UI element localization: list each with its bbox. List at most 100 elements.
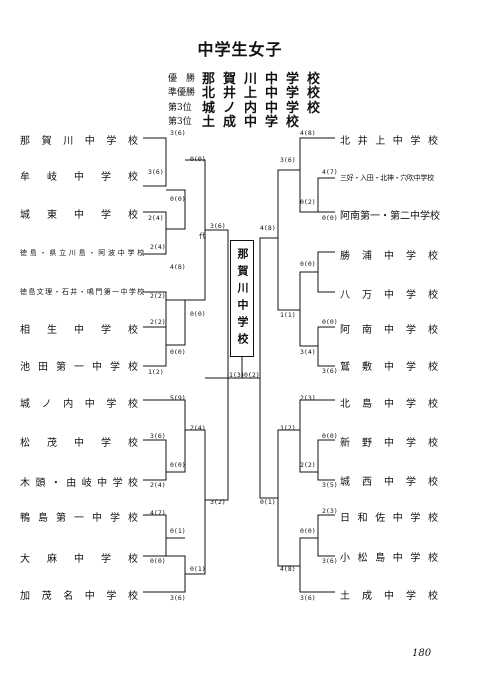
team-right: 土成中学校 [340,591,438,602]
results-list: 優 勝那賀川中学校 準優勝北井上中学校 第3位城ノ内中学校 第3位土成中学校 [168,70,329,131]
team-left: 那賀川中学校 [20,136,138,147]
score-label: 5(9) [170,394,186,402]
bracket-line [277,169,300,311]
team-left: 徳島文理・石井・鳴門第一中学校 [20,288,144,296]
result-row: 第3位城ノ内中学校 [168,99,329,116]
score-label: 0(0) [322,432,338,440]
result-row: 優 勝那賀川中学校 [168,70,329,87]
bracket-line [205,229,229,379]
score-label: 2(2) [150,318,166,326]
team-left: 相生中学校 [20,325,138,336]
team-left: 木頭・由岐中学校 [20,478,138,489]
score-label: 3(5) [322,481,338,489]
team-left: 城ノ内中学校 [20,399,138,410]
team-right: 小松島中学校 [340,553,438,564]
score-label: 0(0) [190,155,206,163]
score-label: 2(4) [150,243,166,251]
score-label: 0(1) [190,565,206,573]
champion-box: 那賀川中学校 [230,240,254,357]
bracket-line [259,237,278,378]
score-label: 3(4) [300,348,316,356]
team-right: 勝浦中学校 [340,251,438,262]
bracket-line [299,537,335,593]
result-team: 土成中学校 [202,115,308,131]
score-label: 0(2) [244,371,260,379]
score-label: 3(6) [322,367,338,375]
score-label: 2(4) [190,424,206,432]
champion-name: 那賀川中学校 [236,247,249,350]
score-label: 2(3) [322,507,338,515]
team-right: 北井上中学校 [340,136,438,147]
result-team: 北井上中学校 [202,86,329,102]
score-label: 3(6) [300,594,316,602]
score-label: 0(0) [322,318,338,326]
team-right: 阿南第一・第二中学校 [340,211,440,222]
bracket-line [143,137,167,187]
note-text: 代 [199,232,206,240]
bracket-line [317,514,335,557]
score-label: 4(8) [260,224,276,232]
score-label: 0(1) [260,498,276,506]
team-left: 松茂中学校 [20,438,138,449]
result-label: 第3位 [168,102,192,113]
result-row: 第3位土成中学校 [168,114,328,131]
score-label: 2(4) [148,214,164,222]
result-row: 準優勝北井上中学校 [168,85,329,102]
bracket-line [317,251,335,293]
bracket-line [143,399,186,473]
bracket-line [166,189,186,230]
bracket-line [259,378,278,499]
score-label: 1(2) [280,424,296,432]
score-label: 0(0) [300,527,316,535]
score-label: 3(6) [170,594,186,602]
score-label: 1(2) [148,368,164,376]
score-label: 3(6) [210,222,226,230]
score-label: 4(8) [300,129,316,137]
result-label: 優 勝 [168,73,196,84]
score-label: 1(3) [229,371,245,379]
bracket-line [205,378,229,501]
score-label: 0(0) [170,348,186,356]
team-left: 城東中学校 [20,210,138,221]
bracket-line [277,429,300,567]
bracket-line [166,299,186,346]
result-team: 城ノ内中学校 [202,100,329,116]
score-label: 0(0) [150,557,166,565]
score-label: 4(7) [322,168,338,176]
bracket-line [143,514,167,557]
team-left: 鴨島第一中学校 [20,513,138,524]
team-right: 城西中学校 [340,477,438,488]
score-label: 3(2) [210,498,226,506]
score-label: 0(0) [300,260,316,268]
page-number: 180 [412,648,432,659]
score-label: 3(6) [322,557,338,565]
result-label: 準優勝 [168,88,196,99]
score-label: 2(3) [300,394,316,402]
page-title: 中学生女子 [197,40,283,59]
team-right: 北島中学校 [340,399,438,410]
team-left: 池田第一中学校 [20,362,138,373]
score-label: 0(0) [190,310,206,318]
bracket-line [299,271,318,347]
bracket-line [185,429,206,575]
score-label: 4(8) [280,565,296,573]
score-label: 3(6) [148,168,164,176]
bracket-line [143,326,167,367]
bracket-line [185,159,206,301]
team-right: 鷲敷中学校 [340,362,438,373]
bracket-line [317,326,335,367]
score-label: 0(2) [300,198,316,206]
score-label: 0(1) [170,527,186,535]
team-left: 加茂名中学校 [20,591,138,602]
score-label: 4(7) [150,509,166,517]
result-team: 那賀川中学校 [202,71,329,87]
score-label: 3(6) [280,156,296,164]
score-label: 4(8) [170,263,186,271]
result-label: 第3位 [168,117,192,128]
bracket-line [299,399,335,473]
team-left: 牟岐中学校 [20,172,138,183]
score-label: 0(0) [322,214,338,222]
score-label: 3(6) [170,129,186,137]
bracket-line [317,177,335,212]
